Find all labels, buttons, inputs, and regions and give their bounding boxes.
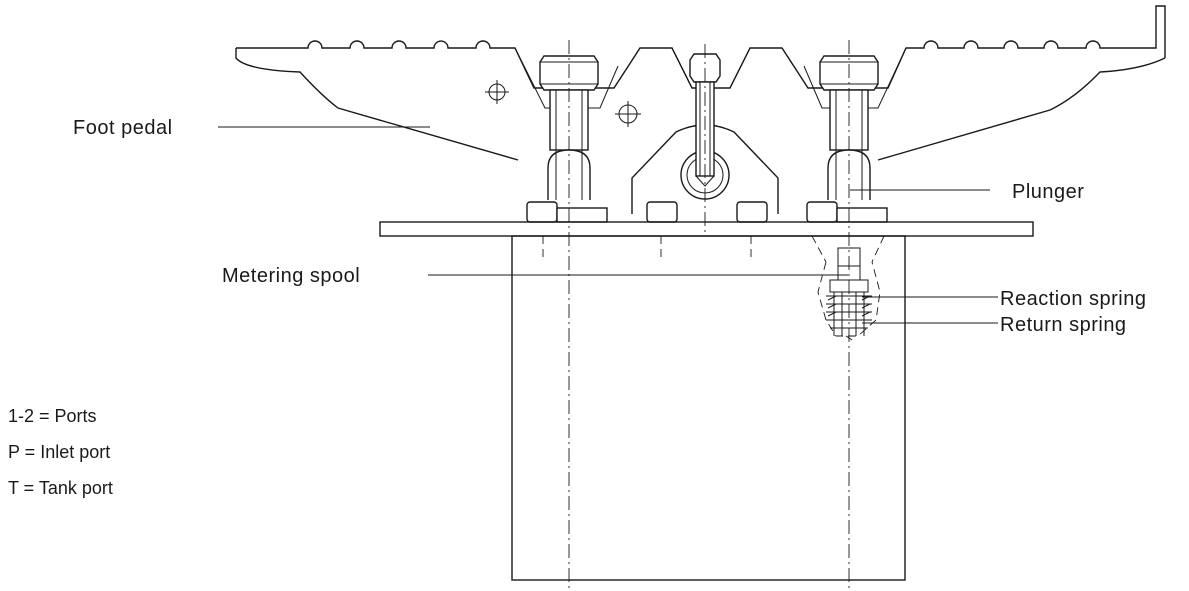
valve-housing xyxy=(511,235,906,581)
legend-item-tank-port: T = Tank port xyxy=(8,478,113,498)
hidden-lines xyxy=(542,235,885,263)
legend-item-ports: 1-2 = Ports xyxy=(8,406,97,426)
legend-item-inlet-port: P = Inlet port xyxy=(8,442,110,462)
base-bolt-heads xyxy=(526,201,888,223)
reaction-spring-label: Reaction spring xyxy=(1000,288,1146,310)
base-plate xyxy=(379,221,1034,237)
port-legend: 1-2 = Ports P = Inlet port T = Tank port xyxy=(8,406,113,498)
center-lines xyxy=(568,40,850,591)
metering-spool-label: Metering spool xyxy=(222,265,360,287)
plunger-label: Plunger xyxy=(1012,181,1084,203)
leader-lines xyxy=(218,126,998,324)
return-spring-label: Return spring xyxy=(1000,314,1127,336)
foot-pedal-label: Foot pedal xyxy=(73,117,173,139)
